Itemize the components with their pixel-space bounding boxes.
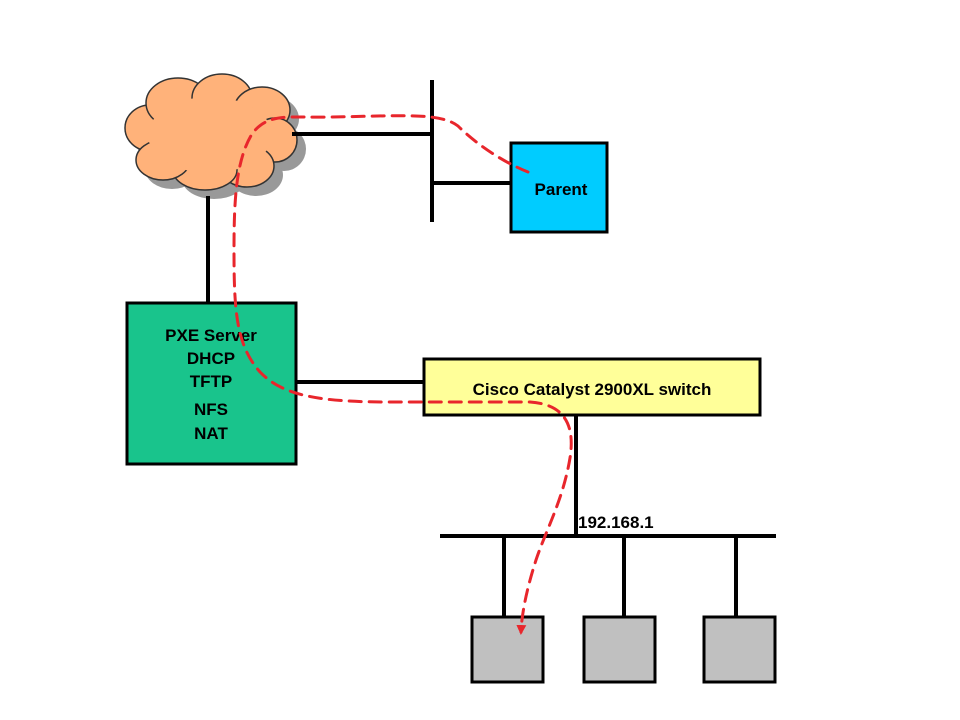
pxe-server-box <box>125 301 298 466</box>
client-box-1 <box>470 615 545 684</box>
pxe-server-node: PXE Server DHCP TFTP NFS NAT <box>125 301 298 466</box>
boot-flow-arrow <box>232 114 573 635</box>
client-box-3 <box>702 615 777 684</box>
subnet-label: 192.168.1 <box>578 513 654 532</box>
switch-label: Cisco Catalyst 2900XL switch <box>473 380 712 399</box>
tftp-label: TFTP <box>190 372 233 391</box>
internet-cloud <box>124 73 306 199</box>
parent-box <box>509 141 609 234</box>
nfs-label: NFS <box>194 400 228 419</box>
switch-node: Cisco Catalyst 2900XL switch <box>422 357 762 417</box>
pxe-server-label: PXE Server <box>165 326 257 345</box>
switch-box <box>422 357 762 417</box>
nat-label: NAT <box>194 424 228 443</box>
parent-label: Parent <box>535 180 588 199</box>
parent-node: Parent <box>509 141 609 234</box>
client-nodes <box>470 615 777 684</box>
cloud-fill <box>148 97 272 173</box>
dhcp-label: DHCP <box>187 349 235 368</box>
client-box-2 <box>582 615 657 684</box>
network-links <box>206 80 776 617</box>
